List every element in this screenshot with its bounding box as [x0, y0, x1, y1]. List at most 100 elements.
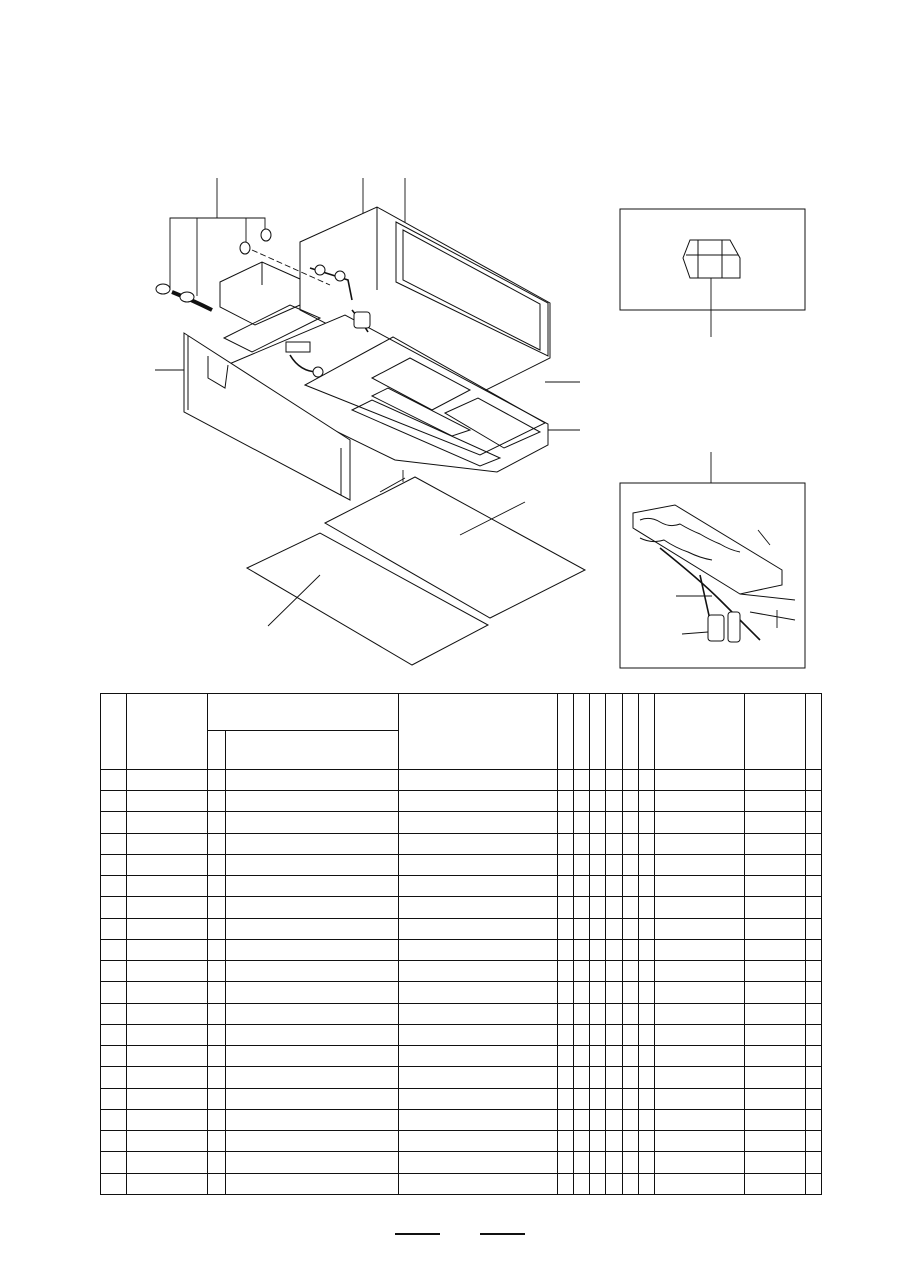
table-row: [99, 938, 823, 962]
table-cell: [605, 1066, 623, 1089]
table-cell: [224, 1066, 400, 1089]
table-cell: [99, 853, 128, 877]
table-cell: [605, 811, 623, 834]
table-row: [99, 896, 823, 919]
table-cell: [557, 853, 575, 877]
table-header-row: [101, 730, 822, 770]
table-cell: [573, 1087, 591, 1110]
table-cell: [99, 768, 128, 792]
table-cell: [744, 1045, 806, 1068]
table-cell: [589, 1130, 607, 1153]
table-cell: [99, 938, 128, 962]
coil-fitting-icon: [707, 614, 725, 642]
table-cell: [126, 1172, 208, 1196]
table-row: [99, 1172, 823, 1196]
table-cell: [206, 1002, 226, 1025]
table-row: [99, 853, 823, 877]
table-cell: [804, 1066, 823, 1089]
table-cell: [653, 896, 746, 919]
table-cell: [573, 1130, 591, 1153]
table-cell: [637, 938, 655, 962]
table-cell: [99, 981, 128, 1004]
table-cell: [206, 1130, 226, 1153]
table-row: [99, 1002, 823, 1025]
table-cell: [589, 960, 607, 983]
table-cell: [398, 1130, 559, 1153]
table-cell: [224, 811, 400, 834]
table-cell: [804, 896, 823, 919]
table-cell: [605, 896, 623, 919]
table-cell: [573, 790, 591, 813]
table-cell: [398, 1108, 559, 1132]
table-row: [99, 1045, 823, 1068]
table-cell: [398, 938, 559, 962]
table-cell: [653, 1045, 746, 1068]
table-cell: [589, 832, 607, 855]
table-cell: [653, 1108, 746, 1132]
ceiling-panel: [323, 476, 587, 619]
table-cell: [557, 1023, 575, 1047]
table-cell: [398, 875, 559, 898]
table-cell: [224, 832, 400, 855]
table-cell: [653, 1172, 746, 1196]
coil-detail-box: [619, 482, 806, 669]
table-row: [99, 1151, 823, 1174]
hose-cap: [239, 241, 251, 255]
table-cell: [621, 917, 639, 940]
table-cell: [126, 1066, 208, 1089]
table-cell: [804, 875, 823, 898]
table-cell: [126, 917, 208, 940]
table-cell: [637, 1108, 655, 1132]
table-cell: [621, 875, 639, 898]
table-cell: [126, 875, 208, 898]
table-cell: [605, 1087, 623, 1110]
table-cell: [99, 832, 128, 855]
table-cell: [744, 811, 806, 834]
table-cell: [557, 1172, 575, 1196]
table-cell: [206, 875, 226, 898]
table-cell: [557, 1108, 575, 1132]
table-cell: [605, 960, 623, 983]
table-cell: [653, 960, 746, 983]
table-cell: [206, 917, 226, 940]
table-cell: [804, 1002, 823, 1025]
table-cell: [744, 917, 806, 940]
table-cell: [621, 1087, 639, 1110]
table-cell: [653, 1023, 746, 1047]
footer-rule: [395, 1233, 440, 1235]
table-row: [99, 1066, 823, 1089]
table-cell: [653, 811, 746, 834]
table-cell: [589, 981, 607, 1004]
table-cell: [126, 981, 208, 1004]
table-cell: [557, 768, 575, 792]
table-cell: [804, 1045, 823, 1068]
table-cell: [589, 1087, 607, 1110]
table-cell: [744, 1130, 806, 1153]
table-cell: [637, 960, 655, 983]
table-cell: [206, 1087, 226, 1110]
table-cell: [804, 1172, 823, 1196]
box-cover: [222, 304, 322, 353]
table-row: [99, 960, 823, 983]
table-cell: [637, 1045, 655, 1068]
table-cell: [605, 768, 623, 792]
table-cell: [804, 790, 823, 813]
table-row: [99, 1108, 823, 1132]
table-cell: [206, 938, 226, 962]
table-cell: [398, 1045, 559, 1068]
table-cell: [224, 981, 400, 1004]
table-cell: [653, 1087, 746, 1110]
table-cell: [557, 1002, 575, 1025]
table-cell: [573, 811, 591, 834]
table-cell: [637, 981, 655, 1004]
rear-panel: [395, 221, 549, 357]
table-cell: [573, 1023, 591, 1047]
table-cell: [605, 981, 623, 1004]
table-cell: [621, 960, 639, 983]
flare-nut-icon: [682, 239, 741, 279]
table-cell: [621, 1066, 639, 1089]
table-cell: [744, 1002, 806, 1025]
table-cell: [621, 1045, 639, 1068]
table-cell: [206, 1045, 226, 1068]
heat-exchanger-coil: [632, 504, 783, 595]
